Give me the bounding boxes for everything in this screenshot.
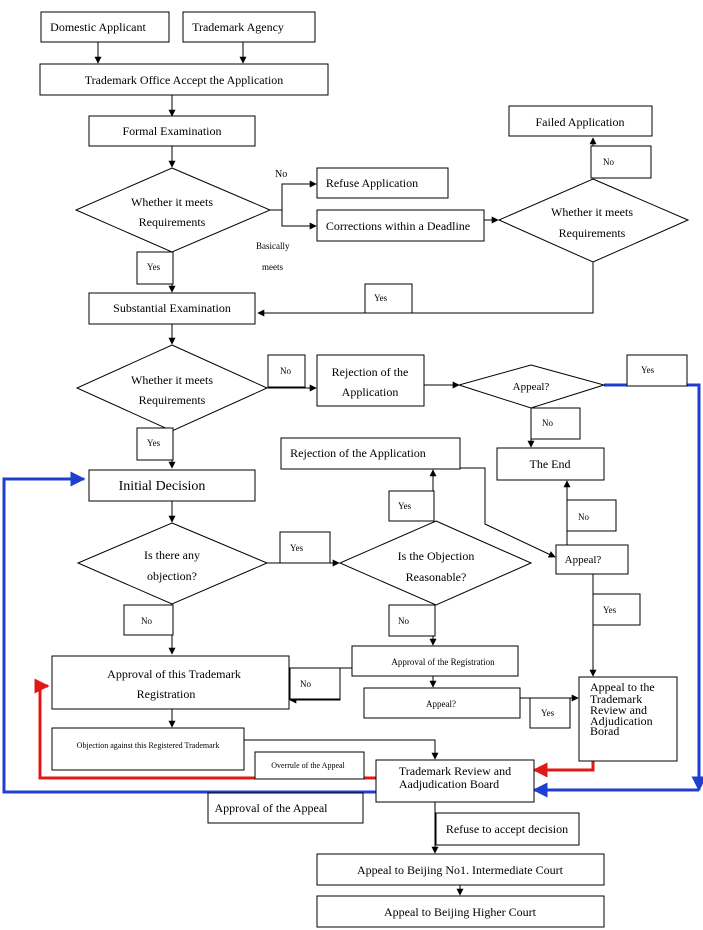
the-end-box: The End bbox=[496, 447, 605, 481]
svg-text:Appeal to Beijing Higher Court: Appeal to Beijing Higher Court bbox=[384, 905, 537, 919]
svg-text:Appeal?: Appeal? bbox=[513, 381, 550, 393]
overrule-appeal-box: Overrule of the Appeal bbox=[254, 751, 365, 780]
meets-requirements-decision-2: Whether it meets Requirements bbox=[497, 178, 690, 263]
svg-text:Trademark: Trademark bbox=[590, 692, 642, 706]
svg-text:Appeal to the: Appeal to the bbox=[590, 680, 655, 694]
svg-text:Trademark Office Accept the Ap: Trademark Office Accept the Application bbox=[85, 73, 284, 87]
label-yes-objection: Yes bbox=[290, 543, 304, 553]
objection-decision: Is there any objection? bbox=[76, 522, 269, 605]
approval-of-registration-box: Approval of the Registration bbox=[351, 645, 519, 677]
trademark-agency-box: Trademark Agency bbox=[182, 11, 316, 43]
svg-text:Refuse Application: Refuse Application bbox=[326, 176, 418, 190]
substantial-examination-box: Substantial Examination bbox=[88, 292, 256, 325]
svg-text:Reasonable?: Reasonable? bbox=[406, 570, 467, 584]
svg-text:Requirements: Requirements bbox=[559, 226, 626, 240]
label-yes-appeal-2: Yes bbox=[603, 605, 617, 615]
appeal-decision-1: Appeal? bbox=[457, 364, 606, 409]
label-yes-appeal-3: Yes bbox=[541, 708, 555, 718]
label-no-end: No bbox=[542, 418, 553, 428]
label-yes-appeal-1: Yes bbox=[641, 365, 655, 375]
label-yes-initial: Yes bbox=[147, 438, 161, 448]
refuse-decision-box: Refuse to accept decision bbox=[435, 812, 580, 846]
label-basically: Basically bbox=[256, 241, 290, 251]
failed-application-box: Failed Application bbox=[508, 105, 653, 137]
beijing-higher-court-box: Appeal to Beijing Higher Court bbox=[316, 895, 605, 928]
svg-text:Rejection of the Application: Rejection of the Application bbox=[290, 446, 426, 460]
svg-text:Application: Application bbox=[342, 385, 399, 399]
label-yes-formal: Yes bbox=[147, 262, 161, 272]
svg-text:Approval of the Appeal: Approval of the Appeal bbox=[215, 801, 329, 815]
domestic-applicant-box: Domestic Applicant bbox=[40, 11, 170, 43]
meets-requirements-decision-3: Whether it meets Requirements bbox=[75, 344, 269, 432]
svg-text:Trademark Review and: Trademark Review and bbox=[399, 764, 511, 778]
svg-text:Trademark Agency: Trademark Agency bbox=[192, 20, 284, 34]
svg-text:Requirements: Requirements bbox=[139, 215, 206, 229]
rejection-of-application-box-1: Rejection of the Application bbox=[316, 354, 425, 407]
svg-text:Adjudication: Adjudication bbox=[590, 714, 653, 728]
objection-registered-trademark-box: Objection against this Registered Tradem… bbox=[51, 727, 245, 771]
svg-text:Rejection of the: Rejection of the bbox=[332, 365, 409, 379]
appeal-box-3: Appeal? bbox=[363, 687, 521, 719]
svg-text:The End: The End bbox=[530, 457, 571, 471]
label-yes-reasonable: Yes bbox=[398, 501, 412, 511]
svg-text:Refuse to accept decision: Refuse to accept decision bbox=[446, 822, 568, 836]
svg-text:Failed Application: Failed Application bbox=[536, 115, 625, 129]
svg-text:Requirements: Requirements bbox=[139, 393, 206, 407]
svg-text:Initial Decision: Initial Decision bbox=[119, 479, 206, 494]
label-yes-substantial: Yes bbox=[374, 293, 388, 303]
svg-text:Review and: Review and bbox=[590, 703, 647, 717]
svg-text:Approval of this Trademark: Approval of this Trademark bbox=[107, 667, 241, 681]
formal-examination-box: Formal Examination bbox=[88, 115, 256, 147]
label-no-reasonable: No bbox=[398, 616, 409, 626]
svg-text:Whether it meets: Whether it meets bbox=[131, 195, 213, 209]
svg-text:Whether it meets: Whether it meets bbox=[551, 205, 633, 219]
review-board-box: Trademark Review and Aadjudication Board bbox=[375, 759, 535, 803]
svg-text:Appeal?: Appeal? bbox=[426, 699, 456, 709]
edge-labels: No Basically meets Yes No Yes No Yes Yes… bbox=[123, 145, 688, 729]
approval-of-trademark-registration-box: Approval of this Trademark Registration bbox=[51, 655, 290, 710]
initial-decision-box: Initial Decision bbox=[88, 469, 256, 502]
approval-of-appeal-box: Approval of the Appeal bbox=[207, 792, 364, 824]
svg-text:Formal Examination: Formal Examination bbox=[123, 124, 222, 138]
svg-text:Is there any: Is there any bbox=[144, 548, 200, 562]
svg-text:Domestic Applicant: Domestic Applicant bbox=[50, 20, 146, 34]
svg-text:Aadjudication Board: Aadjudication Board bbox=[399, 777, 499, 791]
rejection-of-application-box-2: Rejection of the Application bbox=[280, 437, 461, 470]
meets-requirements-decision-1: Whether it meets Requirements bbox=[74, 167, 272, 253]
office-accept-box: Trademark Office Accept the Application bbox=[39, 63, 329, 96]
label-no-rejection: No bbox=[280, 366, 291, 376]
label-no-refuse: No bbox=[275, 169, 287, 180]
label-no-appeal-2: No bbox=[578, 512, 589, 522]
red-overrule-path bbox=[34, 678, 595, 780]
svg-text:Substantial Examination: Substantial Examination bbox=[113, 301, 231, 315]
label-meets: meets bbox=[262, 262, 283, 272]
refuse-application-box: Refuse Application bbox=[316, 167, 449, 199]
svg-text:objection?: objection? bbox=[147, 569, 197, 583]
svg-text:Corrections within a Deadline: Corrections within a Deadline bbox=[326, 219, 470, 233]
svg-text:Appeal to Beijing No1. Interme: Appeal to Beijing No1. Intermediate Cour… bbox=[357, 863, 564, 877]
corrections-deadline-box: Corrections within a Deadline bbox=[316, 209, 485, 242]
svg-text:Whether it meets: Whether it meets bbox=[131, 373, 213, 387]
label-no-appeal-3: No bbox=[300, 679, 311, 689]
appeal-box-2: Appeal? bbox=[555, 544, 629, 575]
svg-text:Appeal?: Appeal? bbox=[565, 554, 602, 566]
appeal-to-board-box: Appeal to the Trademark Review and Adjud… bbox=[578, 676, 678, 762]
svg-text:Is the Objection: Is the Objection bbox=[398, 549, 475, 563]
label-no-objection: No bbox=[141, 616, 152, 626]
svg-text:Borad: Borad bbox=[590, 724, 619, 738]
objection-reasonable-decision: Is the Objection Reasonable? bbox=[338, 520, 533, 606]
svg-text:Objection against this Registe: Objection against this Registered Tradem… bbox=[77, 741, 220, 750]
label-no-failed: No bbox=[603, 157, 614, 167]
beijing-intermediate-court-box: Appeal to Beijing No1. Intermediate Cour… bbox=[316, 853, 605, 886]
svg-text:Overrule of the Appeal: Overrule of the Appeal bbox=[271, 761, 345, 770]
svg-text:Approval of the Registration: Approval of the Registration bbox=[391, 657, 495, 667]
svg-text:Registration: Registration bbox=[137, 687, 196, 701]
